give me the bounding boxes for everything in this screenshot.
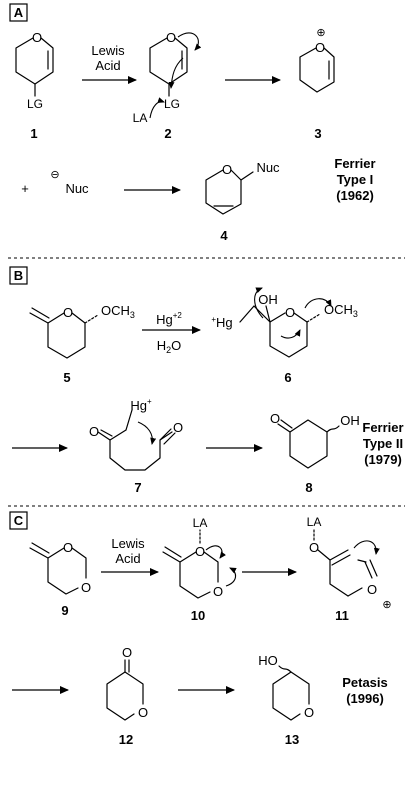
compound-2-oxygen: O (166, 30, 176, 45)
compound-3-structure: O ⊕ (299, 27, 335, 93)
compound-13-label: 13 (285, 732, 299, 747)
curly-arrow (353, 540, 380, 555)
compound-5-methoxy: OCH3 (101, 303, 135, 320)
compound-11-structure: O O LA ⊕ (307, 515, 392, 611)
panel-c-reagent-line-1: Lewis (111, 536, 145, 551)
curly-arrow (137, 421, 157, 445)
curly-arrow (280, 329, 301, 339)
compound-1-oxygen: O (32, 30, 42, 45)
compound-4-label: 4 (220, 228, 228, 243)
panel-c-name-line-2: (1996) (346, 691, 384, 706)
panel-b-label: B (14, 268, 23, 283)
panel-a: A O LG 1 Lewis Acid O LG LA 2 (9, 3, 376, 243)
compound-9-label: 9 (61, 603, 68, 618)
panel-a-reagent-line-1: Lewis (91, 43, 125, 58)
compound-5-oxygen: O (63, 305, 73, 320)
compound-2-structure: O LG LA (133, 30, 202, 125)
compound-12-ketone-oxygen: O (122, 645, 132, 660)
compound-10-lewis-acid: LA (193, 516, 208, 530)
compound-10-label: 10 (191, 608, 205, 623)
compound-5-label: 5 (63, 370, 70, 385)
compound-1-leaving-group: LG (27, 97, 43, 111)
compound-9-structure: O O (29, 540, 91, 595)
compound-12-structure: O O (106, 645, 148, 721)
compound-6-methoxy: OCH3 (324, 302, 358, 319)
panel-b-name-line-3: (1979) (364, 452, 402, 467)
compound-10-oxygen-top: O (195, 544, 205, 559)
panel-c: C O O 9 Lewis Acid O O LA 10 (9, 511, 392, 747)
panel-a-box (9, 3, 28, 22)
panel-a-plus: + (21, 181, 29, 196)
compound-11-positive-charge: ⊕ (382, 599, 391, 611)
compound-7-structure: O O Hg+ (89, 397, 183, 471)
panel-a-label: A (14, 5, 24, 20)
panel-b-name-line-1: Ferrier (362, 420, 403, 435)
panel-b: B O OCH3 5 Hg+2 H2O O OH OCH3 +Hg (9, 266, 404, 495)
compound-8-hydroxyl: OH (340, 413, 360, 428)
compound-13-hydroxyl: HO (258, 653, 278, 668)
compound-2-label: 2 (164, 126, 171, 141)
compound-11-enol-oxygen: O (309, 540, 319, 555)
panel-b-box (9, 266, 28, 285)
panel-a-reagent-line-2: Acid (95, 58, 120, 73)
compound-11-lewis-acid: LA (307, 515, 322, 529)
nucleophile-label: Nuc (65, 181, 89, 196)
compound-2-lewis-acid: LA (133, 111, 148, 125)
compound-3-oxygen: O (315, 40, 325, 55)
compound-5-structure: O OCH3 (29, 303, 135, 359)
compound-13-structure: HO O (258, 653, 314, 721)
compound-12-label: 12 (119, 732, 133, 747)
compound-8-structure: O OH (270, 411, 360, 469)
compound-4-oxygen: O (222, 162, 232, 177)
nucleophile-negative-charge: ⊖ (50, 169, 59, 181)
curly-arrow (304, 298, 332, 309)
compound-3-positive-charge: ⊕ (316, 27, 325, 39)
compound-4-nucleophile: Nuc (256, 160, 280, 175)
curly-arrow (225, 567, 237, 587)
compound-6-label: 6 (284, 370, 291, 385)
curly-arrow (149, 97, 165, 119)
compound-7-mercury: Hg+ (130, 397, 152, 413)
panel-a-name-line-2: Type I (337, 172, 374, 187)
compound-4-structure: O Nuc (205, 160, 280, 215)
panel-c-reagent-line-2: Acid (115, 551, 140, 566)
compound-6-hydroxyl: OH (258, 292, 278, 307)
compound-11-label: 11 (335, 608, 349, 623)
panel-c-box (9, 511, 28, 530)
compound-8-label: 8 (305, 480, 312, 495)
panel-a-name-line-1: Ferrier (334, 156, 375, 171)
curly-arrow (254, 287, 264, 319)
compound-1-structure: O LG (15, 30, 54, 111)
panel-b-reagent-top: Hg+2 (156, 311, 182, 327)
compound-10-structure: O O LA (162, 516, 237, 599)
compound-9-oxygen-top: O (63, 540, 73, 555)
compound-6-mercury: +Hg (211, 315, 232, 330)
compound-7-aldehyde-oxygen: O (173, 420, 183, 435)
compound-6-ring-oxygen: O (285, 305, 295, 320)
compound-3-label: 3 (314, 126, 321, 141)
panel-b-name-line-2: Type II (363, 436, 403, 451)
compound-11-oxocarbenium-oxygen: O (367, 582, 377, 597)
compound-7-label: 7 (134, 480, 141, 495)
compound-6-structure: O OH OCH3 +Hg (211, 287, 358, 358)
compound-13-ring-oxygen: O (304, 705, 314, 720)
curly-arrow (177, 32, 202, 51)
compound-7-ketone-oxygen: O (89, 424, 99, 439)
compound-12-ring-oxygen: O (138, 705, 148, 720)
compound-10-oxygen-bottom: O (213, 584, 223, 599)
panel-a-name-line-3: (1962) (336, 188, 374, 203)
compound-8-ketone-oxygen: O (270, 411, 280, 426)
curly-arrow (168, 57, 184, 89)
panel-c-name-line-1: Petasis (342, 675, 388, 690)
curly-arrow (205, 545, 226, 559)
compound-1-label: 1 (30, 126, 37, 141)
compound-9-oxygen-bottom: O (81, 580, 91, 595)
panel-c-label: C (14, 513, 24, 528)
compound-2-leaving-group: LG (164, 97, 180, 111)
panel-b-reagent-bottom: H2O (157, 338, 182, 355)
